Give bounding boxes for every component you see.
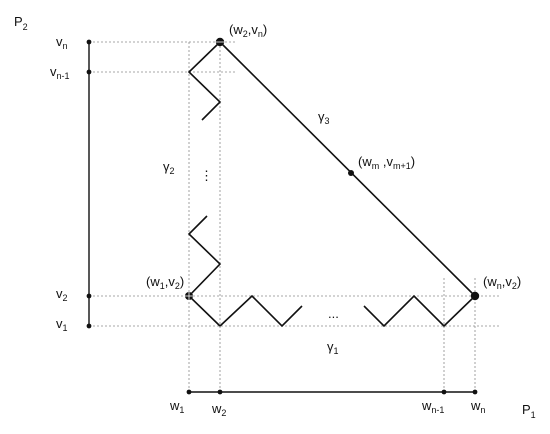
vtick-v2-name: v <box>56 286 63 301</box>
vtick-label-v2: v2 <box>56 286 68 303</box>
gamma1-right-segment <box>363 294 476 328</box>
vtick-vn1-name: v <box>50 64 57 79</box>
vertical-axis-label: P2 <box>14 14 28 32</box>
vtick-v1-sub: 1 <box>63 323 68 333</box>
htick-wn-name: w <box>470 398 481 413</box>
htick-label-w2: w2 <box>211 401 226 418</box>
gamma1-zigzag <box>219 294 476 328</box>
vertical-axis-label-name: P <box>14 14 23 29</box>
point-middle-close: ) <box>411 154 415 169</box>
gamma2-zigzag <box>187 41 222 327</box>
htick-w1-sub: 1 <box>179 405 184 415</box>
gamma1-sub: 1 <box>334 346 339 356</box>
point-label-middle: (wm ,vm+1) <box>358 154 415 171</box>
point-top-mid: ,v <box>248 22 259 37</box>
point-right-s1: n <box>497 281 502 291</box>
gamma3-sub: 3 <box>325 116 330 126</box>
point-label-right: (wn,v2) <box>483 274 521 291</box>
vtick-label-v1: v1 <box>56 316 68 333</box>
point-left-s1: 1 <box>160 281 165 291</box>
htick-label-wn: wn <box>470 398 485 415</box>
horizontal-axis-label: P1 <box>522 402 536 420</box>
vtick-vn-name: v <box>56 34 63 49</box>
point-top-s1: 2 <box>243 29 248 39</box>
gamma2-top-segment <box>187 41 222 121</box>
htick-w2-sub: 2 <box>221 408 226 418</box>
point-label-left: (w1,v2) <box>146 274 184 291</box>
htick-label-w1: w1 <box>169 398 184 415</box>
gamma3-label: γ3 <box>318 109 330 126</box>
gamma2-bottom-segment <box>187 215 222 327</box>
htick-w2-name: w <box>211 401 222 416</box>
point-left-s2: 2 <box>175 281 180 291</box>
tick-dot-wn1 <box>441 389 447 395</box>
point-left-mid: ,v <box>165 274 176 289</box>
point-top-open: (w <box>229 22 243 37</box>
point-right-s2: 2 <box>512 281 517 291</box>
horizontal-ellipsis: ... <box>328 306 339 321</box>
vtick-vn1-sub: n-1 <box>57 71 70 81</box>
htick-wn1-name: w <box>421 398 432 413</box>
gamma3-name: γ <box>318 109 325 124</box>
gamma2-name: γ <box>163 159 170 174</box>
key-points <box>185 37 480 301</box>
horizontal-axis-label-name: P <box>522 402 531 417</box>
point-right-mid: ,v <box>502 274 513 289</box>
tick-dot-vn1 <box>86 69 92 75</box>
gamma1-label: γ1 <box>327 339 339 356</box>
vertical-axis-label-sub: 2 <box>23 22 28 32</box>
tick-dot-wn <box>472 389 478 395</box>
gamma1-name: γ <box>327 339 334 354</box>
htick-w1-name: w <box>169 398 180 413</box>
vtick-label-vn1: vn-1 <box>50 64 70 81</box>
point-left-close: ) <box>180 274 184 289</box>
tick-dot-v1 <box>86 323 92 329</box>
vtick-vn-sub: n <box>63 41 68 51</box>
point-top-s2: n <box>258 29 263 39</box>
point-top-close: ) <box>263 22 267 37</box>
htick-label-wn1: wn-1 <box>421 398 444 415</box>
point-right <box>470 291 480 301</box>
point-middle <box>348 170 354 176</box>
tick-dot-vn <box>86 39 92 45</box>
tick-dot-w1 <box>186 389 192 395</box>
point-middle-open: (w <box>358 154 372 169</box>
htick-wn-sub: n <box>480 405 485 415</box>
point-right-close: ) <box>517 274 521 289</box>
point-label-top: (w2,vn) <box>229 22 267 39</box>
guide-lines <box>89 41 500 392</box>
gamma2-sub: 2 <box>170 166 175 176</box>
vtick-label-vn: vn <box>56 34 68 51</box>
tick-dot-w2 <box>217 389 223 395</box>
gamma2-label: γ2 <box>163 159 175 176</box>
gamma1-left-segment <box>219 294 303 328</box>
point-middle-s2: m+1 <box>393 161 411 171</box>
point-right-open: (w <box>483 274 497 289</box>
htick-wn1-sub: n-1 <box>431 405 444 415</box>
tick-dot-v2 <box>86 293 92 299</box>
gamma3-diagonal <box>219 41 476 297</box>
horizontal-axis-label-sub: 1 <box>531 410 536 420</box>
vtick-v2-sub: 2 <box>63 293 68 303</box>
axis-dots <box>86 39 478 395</box>
point-middle-mid: ,v <box>379 154 393 169</box>
vtick-v1-name: v <box>56 316 63 331</box>
point-left-open: (w <box>146 274 160 289</box>
point-middle-s1: m <box>372 161 380 171</box>
vertical-ellipsis: ⋮ <box>200 168 213 183</box>
